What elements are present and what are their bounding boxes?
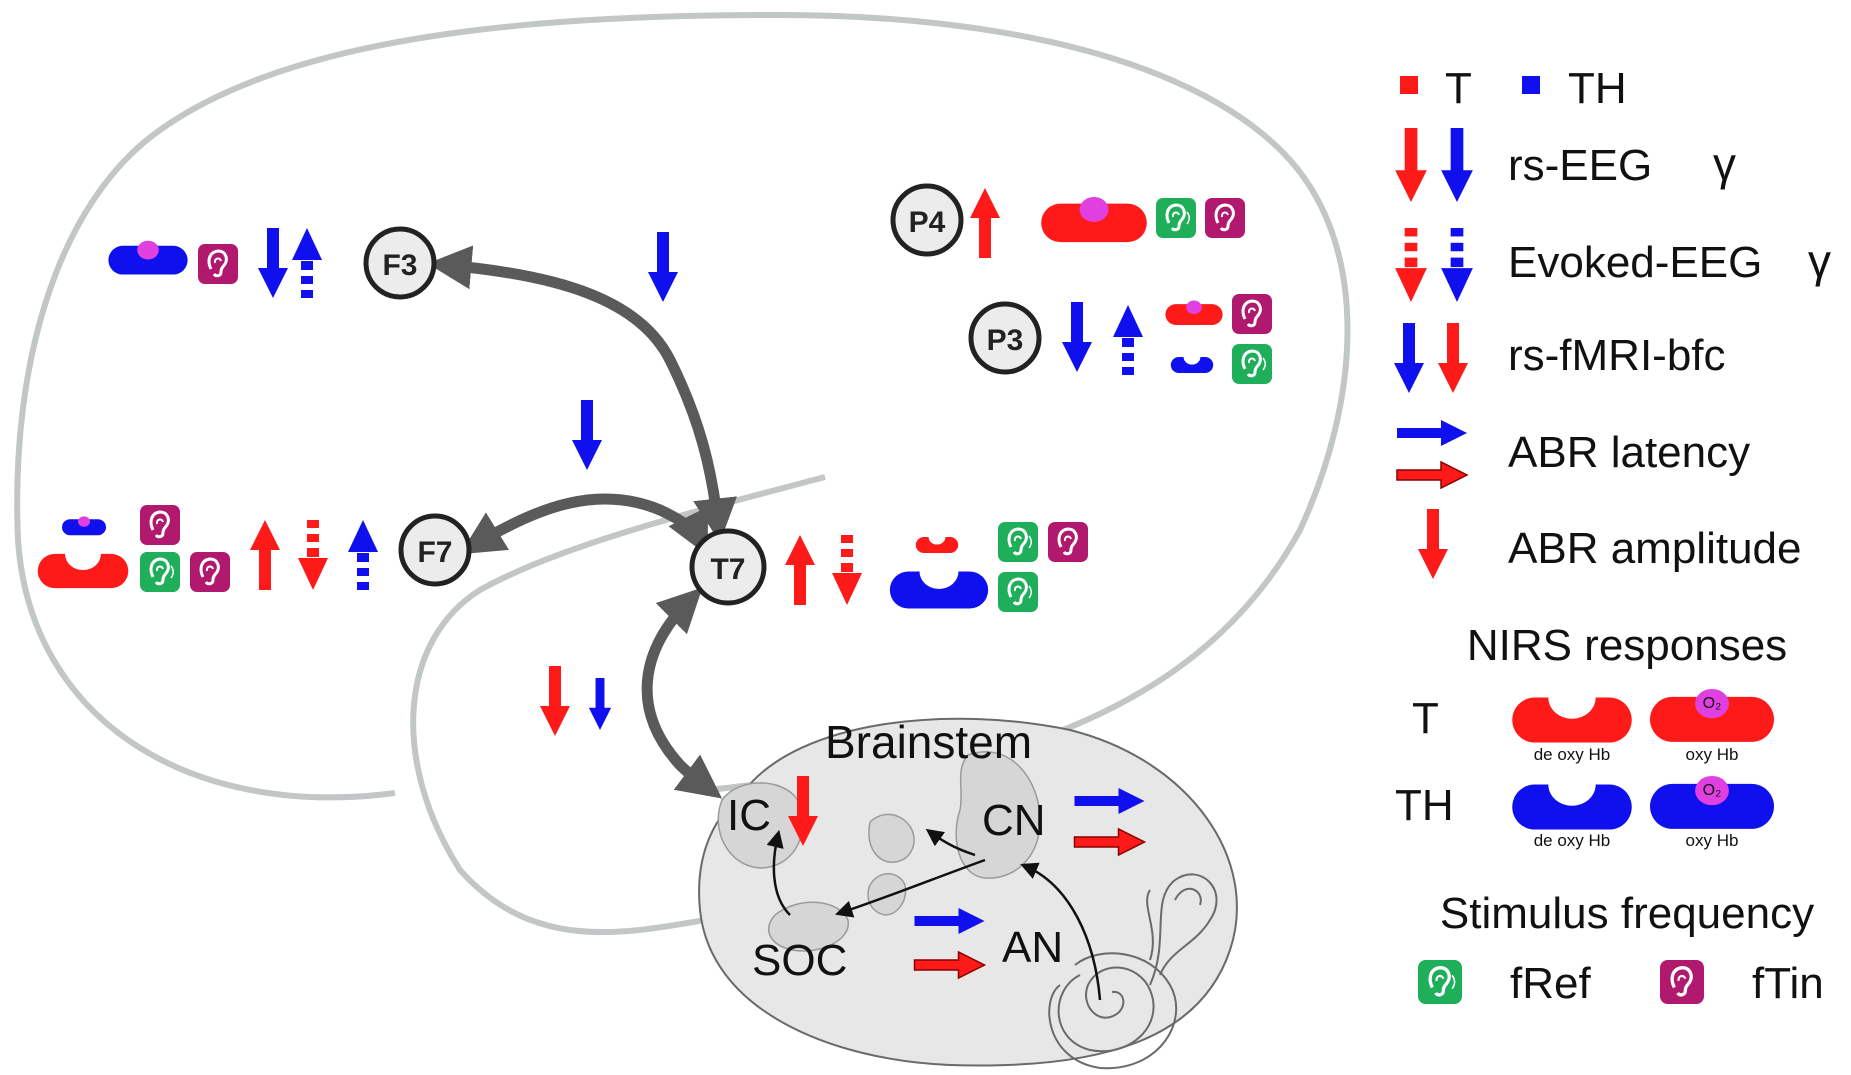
f3-ftin-icon xyxy=(196,242,240,286)
f7-red-up-arrow xyxy=(250,520,280,590)
legend-rs-eeg-blue-arrow xyxy=(1441,128,1473,202)
node-f3: F3 xyxy=(363,226,437,300)
t7-fref-icon-bottom xyxy=(996,570,1040,614)
f7-deoxy-red-shape xyxy=(37,553,129,589)
f7-t7-connection xyxy=(460,493,708,556)
brainstem-region xyxy=(698,717,1238,1067)
p3-blue-dashed-up-arrow xyxy=(1113,305,1143,375)
legend-rs-eeg-gamma: γ xyxy=(1713,138,1736,190)
t7-red-up-arrow xyxy=(785,535,815,605)
legend-evoked-eeg-gamma: γ xyxy=(1808,235,1831,287)
legend-ftin-icon xyxy=(1658,958,1706,1006)
p4-fref-icon xyxy=(1154,196,1198,240)
legend-nirs-title: NIRS responses xyxy=(1467,621,1787,670)
node-p4-label: P4 xyxy=(909,206,946,239)
legend-nirs-th-label: TH xyxy=(1395,781,1454,830)
t7-deoxy-red-small xyxy=(915,537,959,553)
p3-ftin-icon xyxy=(1230,292,1274,336)
node-f7: F7 xyxy=(398,513,472,587)
legend-t-square xyxy=(1400,76,1418,94)
f7-t7-blue-down-arrow xyxy=(572,400,602,470)
f3-blue-down-arrow xyxy=(258,228,288,298)
brainstem-soc-label: SOC xyxy=(752,936,847,985)
legend-ftin-label: fTin xyxy=(1752,959,1824,1008)
f3-blue-dashed-up-arrow xyxy=(292,228,322,298)
legend-rs-fmri-label: rs-fMRI-bfc xyxy=(1508,331,1726,380)
legend-abr-latency-label: ABR latency xyxy=(1508,428,1750,477)
legend-stimulus-title: Stimulus frequency xyxy=(1440,889,1814,938)
legend-evoked-eeg-label: Evoked-EEG xyxy=(1508,238,1762,287)
legend-t-label: T xyxy=(1445,64,1472,113)
t7-deoxy-blue-shape xyxy=(889,571,989,609)
legend-nirs-t-label: T xyxy=(1412,694,1439,743)
t7-brainstem-connection xyxy=(641,587,723,799)
legend-nirs-th-deoxy-caption: de oxy Hb xyxy=(1534,831,1611,850)
f7-blue-dashed-up-arrow xyxy=(348,520,378,590)
legend-nirs-th-oxy-caption: oxy Hb xyxy=(1686,831,1739,850)
t7-brainstem-blue-down-arrow xyxy=(588,678,612,730)
f3-t7-blue-down-arrow xyxy=(648,232,678,302)
brain-outline xyxy=(14,11,1351,801)
p4-oxy-red-shape xyxy=(1041,196,1147,243)
legend-th-label: TH xyxy=(1568,64,1627,113)
f7-fref-icon xyxy=(138,550,182,594)
legend-rs-eeg-red-arrow xyxy=(1395,128,1427,202)
node-t7: T7 xyxy=(689,528,767,606)
t7-brainstem-red-down-arrow xyxy=(540,666,570,736)
cochlea-icon xyxy=(1048,873,1218,1070)
node-t7-label: T7 xyxy=(710,553,745,586)
legend-nirs-t-deoxy-caption: de oxy Hb xyxy=(1534,745,1611,764)
legend-fref-label: fRef xyxy=(1510,959,1591,1008)
f3-t7-connection xyxy=(427,245,738,543)
node-f3-label: F3 xyxy=(382,249,417,282)
f7-oxy-blue-small xyxy=(62,516,106,536)
p4-ftin-icon xyxy=(1203,196,1247,240)
t7-red-dashed-down-arrow xyxy=(832,535,862,605)
legend-nirs-t-oxy-o2: O₂ xyxy=(1703,695,1722,712)
legend-abr-amplitude-red-arrow xyxy=(1418,509,1448,579)
legend-evoked-eeg-blue-arrow xyxy=(1441,228,1473,302)
legend-rs-eeg-label: rs-EEG xyxy=(1508,141,1652,190)
node-p4: P4 xyxy=(890,183,964,257)
brainstem-an-label: AN xyxy=(1002,923,1063,972)
p3-deoxy-blue-small xyxy=(1170,357,1214,373)
legend-nirs-t-deoxy-shape xyxy=(1512,697,1632,743)
legend-abr-latency-blue-arrow xyxy=(1397,420,1467,446)
f3-oxy-blue-shape xyxy=(108,240,188,275)
auditory-pathway-arrows xyxy=(766,828,1102,1001)
legend-evoked-eeg-red-arrow xyxy=(1395,228,1427,302)
p3-blue-down-arrow xyxy=(1062,302,1092,372)
node-p3-label: P3 xyxy=(987,324,1024,357)
node-p3: P3 xyxy=(968,301,1042,375)
brainstem-title: Brainstem xyxy=(825,716,1032,768)
legend-rs-fmri-red-arrow xyxy=(1438,323,1468,393)
legend-th-square xyxy=(1522,76,1540,94)
legend-abr-latency-red-arrow xyxy=(1396,461,1468,489)
node-f7-label: F7 xyxy=(417,536,452,569)
p3-fref-icon xyxy=(1230,342,1274,386)
t7-ftin-icon xyxy=(1046,520,1090,564)
f7-ftin-icon-top xyxy=(138,503,182,547)
p4-red-up-arrow xyxy=(970,188,1000,258)
legend-rs-fmri-blue-arrow xyxy=(1394,323,1424,393)
f7-ftin-icon-bottom xyxy=(188,550,232,594)
f7-red-dashed-down-arrow xyxy=(298,520,328,590)
legend-fref-icon xyxy=(1416,958,1464,1006)
legend-abr-amplitude-label: ABR amplitude xyxy=(1508,524,1801,573)
legend-nirs-th-deoxy-shape xyxy=(1512,784,1632,830)
legend-nirs-th-oxy-o2: O₂ xyxy=(1703,782,1722,799)
brainstem-ic-label: IC xyxy=(727,791,771,840)
t7-fref-icon-top xyxy=(996,520,1040,564)
legend-nirs-t-oxy-caption: oxy Hb xyxy=(1686,745,1739,764)
brainstem-cn-label: CN xyxy=(982,796,1046,845)
p3-oxy-red-shape xyxy=(1165,300,1223,325)
legend: T TH rs-EEG γ Evoked-EEG γ rs-fMRI-bfc A… xyxy=(1394,64,1831,1008)
